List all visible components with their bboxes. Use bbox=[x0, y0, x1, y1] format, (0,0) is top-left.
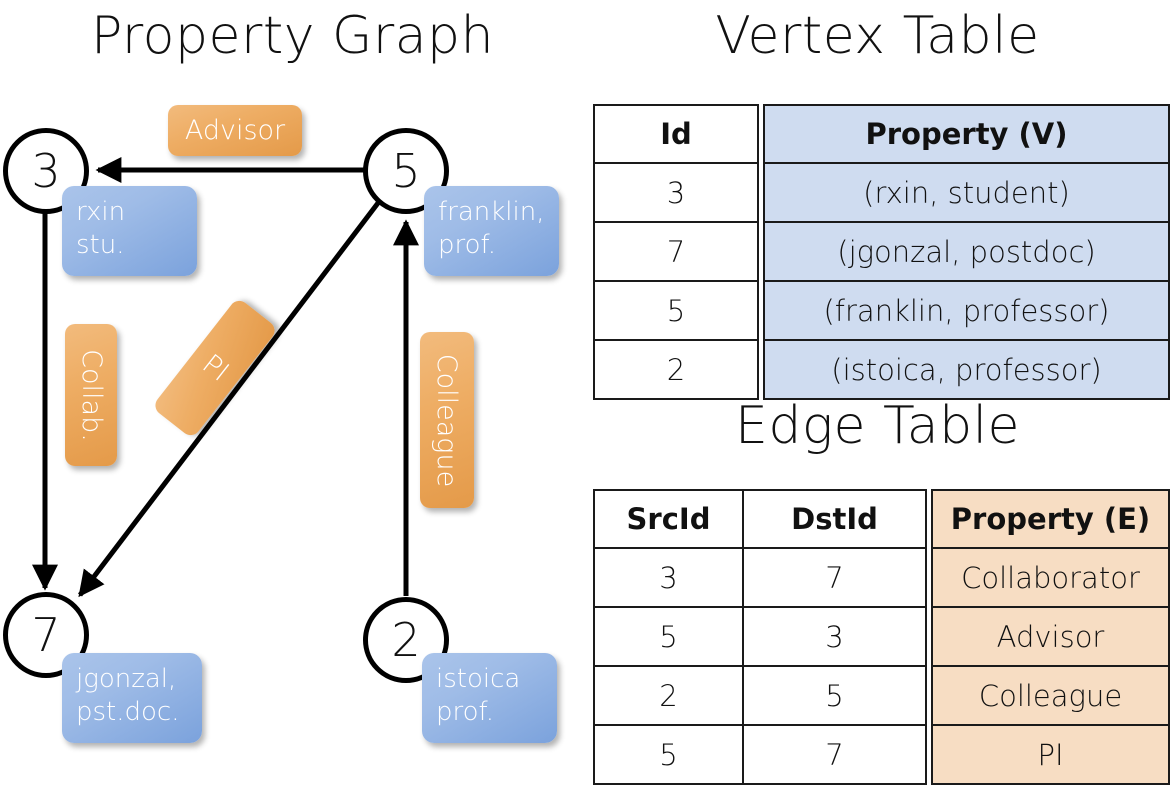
node-property-jgonzal-line2: pst.doc. bbox=[76, 697, 180, 728]
edge-row-1-src: 5 bbox=[593, 606, 744, 667]
node-property-rxin-line2: stu. bbox=[76, 230, 125, 261]
edge-row-0-src: 3 bbox=[593, 547, 744, 608]
table-row: 5 3 Advisor bbox=[593, 606, 1170, 667]
table-row: 2 5 Colleague bbox=[593, 665, 1170, 726]
node-property-box-jgonzal: jgonzal, pst.doc. bbox=[62, 653, 202, 743]
vertex-row-2-property: (franklin, professor) bbox=[763, 280, 1170, 341]
edge-label-collab-text: Collab. bbox=[75, 348, 107, 442]
edge-row-1-dst: 3 bbox=[742, 606, 927, 667]
table-row: 3 7 Collaborator bbox=[593, 547, 1170, 608]
edge-table-header-dstid: DstId bbox=[742, 489, 927, 549]
page-title-edge-table: Edge Table bbox=[734, 396, 1021, 456]
edge-table: SrcId DstId Property (E) 3 7 Collaborato… bbox=[593, 489, 1170, 785]
vertex-row-3-property: (istoica, professor) bbox=[763, 339, 1170, 400]
edge-row-0-property: Collaborator bbox=[931, 547, 1170, 608]
table-row: 2 (istoica, professor) bbox=[593, 339, 1170, 400]
node-property-box-franklin: franklin, prof. bbox=[424, 186, 559, 276]
vertex-row-3-id: 2 bbox=[593, 339, 759, 400]
vertex-row-2-id: 5 bbox=[593, 280, 759, 341]
node-property-franklin-line1: franklin, bbox=[438, 197, 545, 227]
node-property-jgonzal-line1: jgonzal, bbox=[76, 664, 177, 694]
vertex-row-0-id: 3 bbox=[593, 162, 759, 223]
edge-label-collab: Collab. bbox=[65, 324, 117, 466]
page-title-vertex-table: Vertex Table bbox=[715, 6, 1040, 66]
page-title-property-graph: Property Graph bbox=[90, 6, 495, 66]
edge-table-header-srcid: SrcId bbox=[593, 489, 744, 549]
edge-row-2-src: 2 bbox=[593, 665, 744, 726]
vertex-table-header-row: Id Property (V) bbox=[593, 104, 1170, 164]
edge-row-3-src: 5 bbox=[593, 724, 744, 785]
graph-node-3-label: 3 bbox=[31, 144, 61, 198]
vertex-table: Id Property (V) 3 (rxin, student) 7 (jgo… bbox=[593, 104, 1170, 400]
vertex-row-1-id: 7 bbox=[593, 221, 759, 282]
graph-node-5-label: 5 bbox=[391, 144, 421, 198]
graph-node-2-label: 2 bbox=[391, 613, 421, 667]
edge-pi-5-to-7 bbox=[78, 201, 380, 598]
vertex-table-header-property: Property (V) bbox=[763, 104, 1170, 164]
node-property-istoica-line2: prof. bbox=[436, 697, 495, 728]
node-property-box-rxin: rxin stu. bbox=[62, 186, 197, 276]
edge-row-3-property: PI bbox=[931, 724, 1170, 785]
vertex-row-0-property: (rxin, student) bbox=[763, 162, 1170, 223]
node-property-box-istoica: istoica prof. bbox=[422, 653, 557, 743]
edge-row-0-dst: 7 bbox=[742, 547, 927, 608]
edge-row-2-property: Colleague bbox=[931, 665, 1170, 726]
edge-label-advisor: Advisor bbox=[168, 105, 302, 156]
edge-label-colleague: Colleague bbox=[420, 332, 474, 508]
vertex-table-header-id: Id bbox=[593, 104, 759, 164]
edge-row-1-property: Advisor bbox=[931, 606, 1170, 667]
edge-label-advisor-text: Advisor bbox=[184, 115, 286, 146]
graph-node-7-label: 7 bbox=[31, 608, 61, 662]
table-row: 5 (franklin, professor) bbox=[593, 280, 1170, 341]
table-row: 7 (jgonzal, postdoc) bbox=[593, 221, 1170, 282]
edge-row-2-dst: 5 bbox=[742, 665, 927, 726]
edge-table-header-row: SrcId DstId Property (E) bbox=[593, 489, 1170, 549]
node-property-istoica-line1: istoica bbox=[436, 664, 521, 694]
graph-edges-canvas bbox=[32, 157, 419, 598]
edge-label-colleague-text: Colleague bbox=[431, 353, 463, 487]
table-row: 3 (rxin, student) bbox=[593, 162, 1170, 223]
edge-row-3-dst: 7 bbox=[742, 724, 927, 785]
edge-table-header-property: Property (E) bbox=[931, 489, 1170, 549]
graph-node-2[interactable]: 2 bbox=[363, 597, 449, 683]
graph-node-5[interactable]: 5 bbox=[363, 128, 449, 214]
vertex-row-1-property: (jgonzal, postdoc) bbox=[763, 221, 1170, 282]
node-property-franklin-line2: prof. bbox=[438, 230, 497, 261]
node-property-rxin-line1: rxin bbox=[76, 197, 126, 227]
table-row: 5 7 PI bbox=[593, 724, 1170, 785]
edge-label-pi-text: PI bbox=[195, 348, 235, 388]
